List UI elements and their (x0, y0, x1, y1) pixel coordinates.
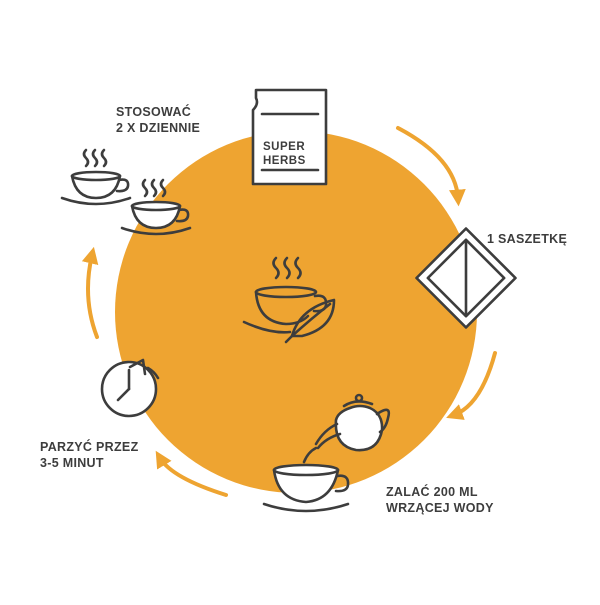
step-label-usage-line1: STOSOWAĆ (116, 105, 192, 119)
orange-circle (115, 131, 477, 493)
step-label-sachet: 1 SASZETKĘ (487, 231, 567, 247)
arrow-right (446, 351, 497, 420)
package-brand-line2: HERBS (263, 155, 306, 167)
package-brand-line1: SUPER (263, 141, 305, 153)
package-pouch-icon: SUPER HERBS (251, 88, 328, 186)
arrow-bottom-left (155, 450, 228, 497)
step-label-sachet-line1: 1 SASZETKĘ (487, 232, 568, 246)
step-label-usage-line2: 2 X DZIENNIE (116, 121, 201, 135)
tea-cup-leaf-icon (242, 256, 336, 344)
arrow-top-right (396, 126, 466, 207)
sachet-icon (415, 227, 517, 329)
step-label-pour-water: ZALAĆ 200 ML WRZĄCEJ WODY (386, 484, 494, 516)
step-label-pour-water-line1: ZALAĆ 200 ML (386, 485, 478, 499)
arrow-left (81, 246, 99, 339)
teapot-pouring-icon (262, 393, 391, 513)
step-label-brew-time-line2: 3-5 MINUT (40, 456, 104, 470)
step-label-brew-time-line1: PARZYĆ PRZEZ (40, 440, 139, 454)
two-cups-icon (60, 148, 192, 236)
clock-icon (100, 358, 160, 418)
step-label-brew-time: PARZYĆ PRZEZ 3-5 MINUT (40, 439, 139, 471)
step-label-usage: STOSOWAĆ 2 X DZIENNIE (116, 104, 200, 136)
step-label-pour-water-line2: WRZĄCEJ WODY (386, 501, 494, 515)
